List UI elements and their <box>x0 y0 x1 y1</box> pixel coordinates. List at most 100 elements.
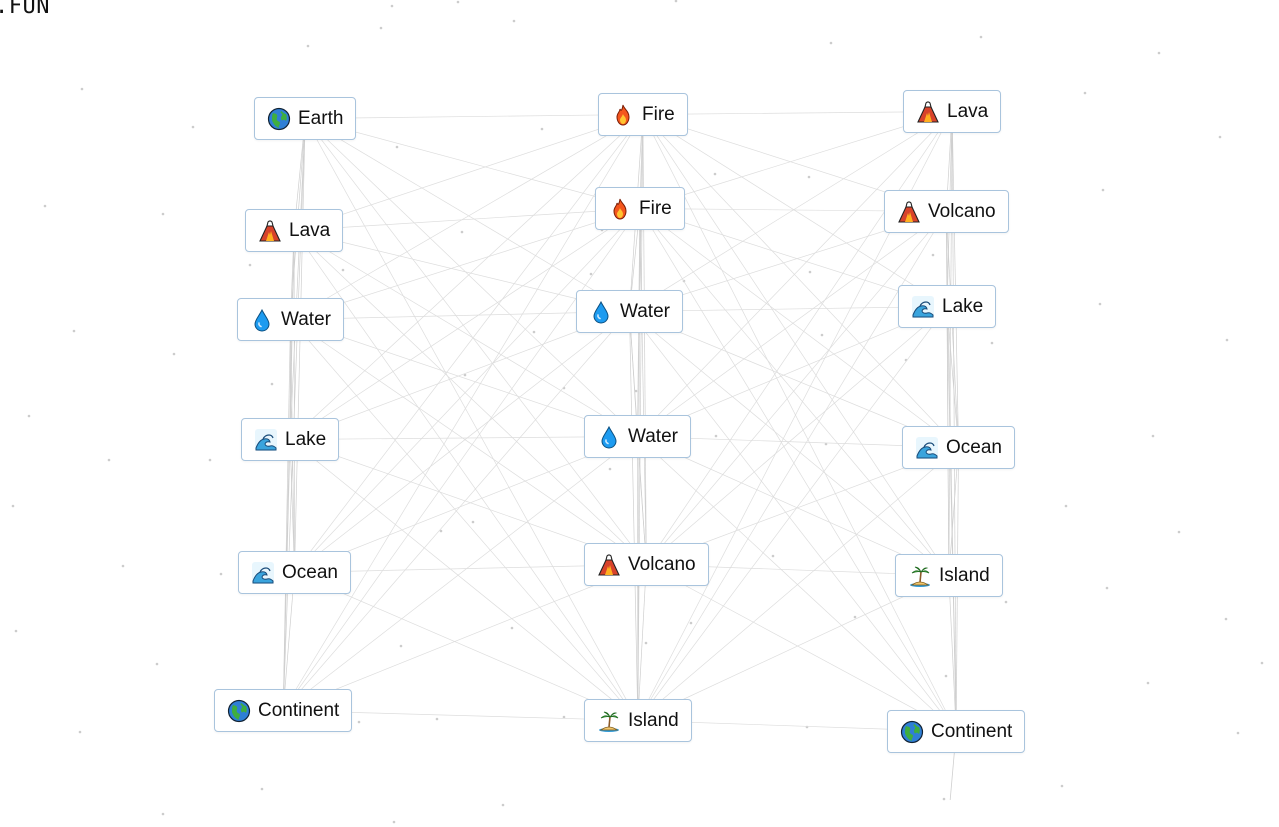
background-dot <box>471 520 475 524</box>
fire-icon <box>611 103 635 127</box>
background-dot <box>931 253 935 257</box>
element-island[interactable]: Island <box>584 699 692 742</box>
background-dot <box>589 272 593 276</box>
background-dot <box>808 270 812 274</box>
connector-line <box>290 319 639 721</box>
background-dot <box>1177 530 1181 534</box>
element-label: Ocean <box>946 436 1002 458</box>
connector-line <box>294 311 630 573</box>
connector-line <box>642 114 647 565</box>
background-dot <box>399 644 403 648</box>
background-dot <box>1105 586 1109 590</box>
globe-icon <box>900 720 924 744</box>
background-dot <box>674 0 678 3</box>
connector-line <box>282 118 306 711</box>
app-logo: .FUN <box>0 0 50 19</box>
wave-icon <box>251 561 275 585</box>
background-dot <box>608 467 612 471</box>
background-dot <box>107 458 111 462</box>
connector-line <box>951 111 959 448</box>
background-dot <box>540 127 544 131</box>
element-lava[interactable]: Lava <box>245 209 344 252</box>
element-lake[interactable]: Lake <box>241 418 340 461</box>
volcano-icon <box>916 100 940 124</box>
background-dot <box>805 725 809 729</box>
element-fire[interactable]: Fire <box>595 187 685 230</box>
element-label: Island <box>628 709 679 731</box>
background-dot <box>392 820 396 824</box>
element-label: Continent <box>931 720 1013 742</box>
connector-line <box>642 114 959 448</box>
background-dot <box>395 145 399 149</box>
background-dot <box>1004 600 1008 604</box>
element-volcano[interactable]: Volcano <box>884 190 1009 233</box>
background-dot <box>1260 661 1264 665</box>
connector-line <box>289 118 306 440</box>
element-lava[interactable]: Lava <box>903 90 1002 133</box>
element-water[interactable]: Water <box>584 415 691 458</box>
element-label: Lava <box>947 100 989 122</box>
background-dot <box>979 35 983 39</box>
background-dot <box>172 352 176 356</box>
connector-line <box>629 311 639 721</box>
background-dot <box>853 615 857 619</box>
connector-line <box>948 575 957 732</box>
connector-line <box>294 208 641 573</box>
element-label: Volcano <box>628 553 696 575</box>
element-fire[interactable]: Fire <box>598 93 688 136</box>
background-dot <box>155 662 159 666</box>
connector-line <box>293 230 647 565</box>
wave-icon <box>254 428 278 452</box>
globe-icon <box>267 107 291 131</box>
background-dot <box>771 554 775 558</box>
element-ocean[interactable]: Ocean <box>902 426 1015 469</box>
background-dot <box>11 504 15 508</box>
element-earth[interactable]: Earth <box>254 97 357 140</box>
background-dot <box>456 0 460 4</box>
element-label: Water <box>281 308 331 330</box>
background-dot <box>390 4 394 8</box>
element-volcano[interactable]: Volcano <box>584 543 709 586</box>
connector-line <box>304 118 638 437</box>
background-dot <box>532 330 536 334</box>
element-label: Water <box>620 300 670 322</box>
background-dot <box>682 279 686 283</box>
background-dot <box>219 572 223 576</box>
element-label: Continent <box>258 699 340 721</box>
background-dot <box>435 717 439 721</box>
background-dot <box>990 341 994 345</box>
element-label: Fire <box>642 103 675 125</box>
element-water[interactable]: Water <box>576 290 683 333</box>
element-ocean[interactable]: Ocean <box>238 551 351 594</box>
element-label: Fire <box>639 197 672 219</box>
background-dot <box>1083 91 1087 95</box>
connector-line <box>282 319 291 711</box>
background-dot <box>27 414 31 418</box>
element-continent[interactable]: Continent <box>214 689 353 732</box>
background-dot <box>501 803 505 807</box>
connector-line <box>294 114 644 573</box>
background-dot <box>1225 338 1229 342</box>
connector-line <box>282 114 644 711</box>
element-label: Volcano <box>928 200 996 222</box>
element-island[interactable]: Island <box>895 554 1003 597</box>
element-water[interactable]: Water <box>237 298 344 341</box>
background-dot <box>439 529 443 533</box>
background-dot <box>379 26 383 30</box>
droplet-icon <box>597 425 621 449</box>
background-dot <box>714 434 718 438</box>
connector-line <box>293 230 638 437</box>
background-dot <box>1098 302 1102 306</box>
droplet-icon <box>589 300 613 324</box>
connector-line <box>289 114 644 440</box>
element-label: Lake <box>942 295 984 317</box>
element-continent[interactable]: Continent <box>887 710 1026 753</box>
element-label: Ocean <box>282 561 338 583</box>
connector-line <box>629 311 957 732</box>
background-dot <box>208 458 212 462</box>
background-dot <box>1218 135 1222 139</box>
background-dot <box>72 329 76 333</box>
element-lake[interactable]: Lake <box>898 285 997 328</box>
background-dot <box>357 720 361 724</box>
